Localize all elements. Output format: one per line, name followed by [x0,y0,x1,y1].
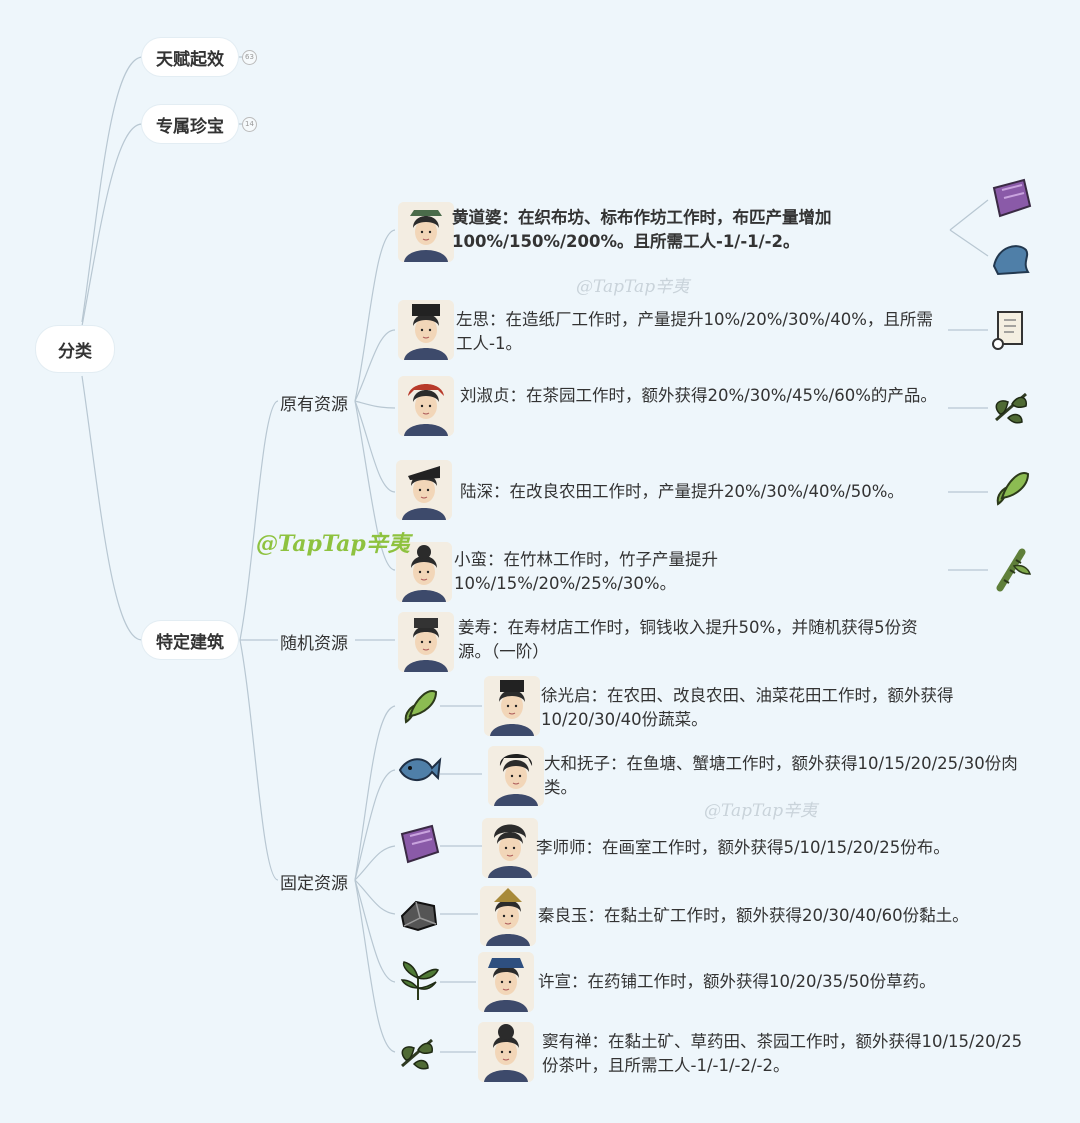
avatar-liu-shuzhen [398,376,454,436]
list-item: 刘淑贞：在茶园工作时，额外获得20%/30%/45%/60%的产品。 [460,386,937,405]
cloth-icon [992,178,1032,218]
avatar-qin-liangyu [480,886,536,946]
avatar-dou-youchan [478,1022,534,1082]
branch-exclusive-treasure[interactable]: 专属珍宝 [142,105,238,143]
branch-label: 专属珍宝 [156,116,224,137]
list-item: 徐光启：在农田、改良农田、油菜花田工作时，额外获得10/20/30/40份蔬菜。 [541,686,954,729]
paper-scroll-icon [992,311,1023,350]
tea-leaf-icon [401,1038,433,1070]
bamboo-icon [996,548,1032,592]
cloth-icon [400,824,440,864]
branch-talent-effect[interactable]: 天赋起效 [142,38,238,76]
list-item: 李师师：在画室工作时，额外获得5/10/15/20/25份布。 [536,838,950,857]
avatar-xu-xuan [478,952,534,1012]
sub-branch-random-resource[interactable]: 随机资源 [280,634,348,654]
clay-icon [400,900,438,932]
vegetable-icon [404,690,438,724]
sub-branch-original-resource[interactable]: 原有资源 [280,395,348,415]
branch-label: 特定建筑 [156,632,224,653]
watermark: @TapTap辛夷 [576,277,690,297]
list-item: 小蛮：在竹林工作时，竹子产量提升10%/15%/20%/25%/30%。 [454,550,718,593]
list-item: 左思：在造纸厂工作时，产量提升10%/20%/30%/40%，且所需工人-1。 [456,310,933,353]
collapsed-count-badge[interactable]: 14 [242,117,257,132]
herb-icon [400,961,440,1000]
watermark: @TapTap辛夷 [704,801,818,821]
list-item: 秦良玉：在黏土矿工作时，额外获得20/30/40/60份黏土。 [538,906,969,925]
list-item: 陆深：在改良农田工作时，产量提升20%/30%/40%/50%。 [460,482,904,501]
branch-label: 天赋起效 [156,49,224,70]
watermark: @TapTap辛夷 [256,531,410,557]
list-item: 黄道婆：在织布坊、标布作坊工作时，布匹产量增加100%/150%/200%。且所… [452,208,832,251]
avatar-huang-daopo [398,202,454,262]
avatar-yamato-nadeshiko [488,746,544,806]
avatar-zuo-si [398,300,454,360]
branch-specific-building[interactable]: 特定建筑 [142,621,238,659]
tea-leaf-icon [995,392,1027,424]
list-item: 大和抚子：在鱼塘、蟹塘工作时，额外获得10/15/20/25/30份肉类。 [544,754,1018,797]
collapsed-count-badge[interactable]: 63 [242,50,257,65]
vegetable-icon [996,472,1030,506]
avatar-xu-guangqi [484,676,540,736]
list-item: 姜寿：在寿材店工作时，铜钱收入提升50%，并随机获得5份资源。（一阶） [458,618,918,661]
root-node[interactable]: 分类 [36,326,114,372]
avatar-jiang-shou [398,612,454,672]
root-label: 分类 [58,341,92,362]
avatar-lu-shen [396,460,452,520]
list-item: 许宣：在药铺工作时，额外获得10/20/35/50份草药。 [538,972,936,991]
sub-branch-fixed-resource[interactable]: 固定资源 [280,874,348,894]
blue-cloth-icon [992,245,1030,276]
fish-icon [398,757,442,781]
avatar-xiao-man [396,542,452,602]
avatar-li-shishi [482,818,538,878]
list-item: 窦有禅：在黏土矿、草药田、茶园工作时，额外获得10/15/20/25份茶叶，且所… [542,1032,1023,1075]
